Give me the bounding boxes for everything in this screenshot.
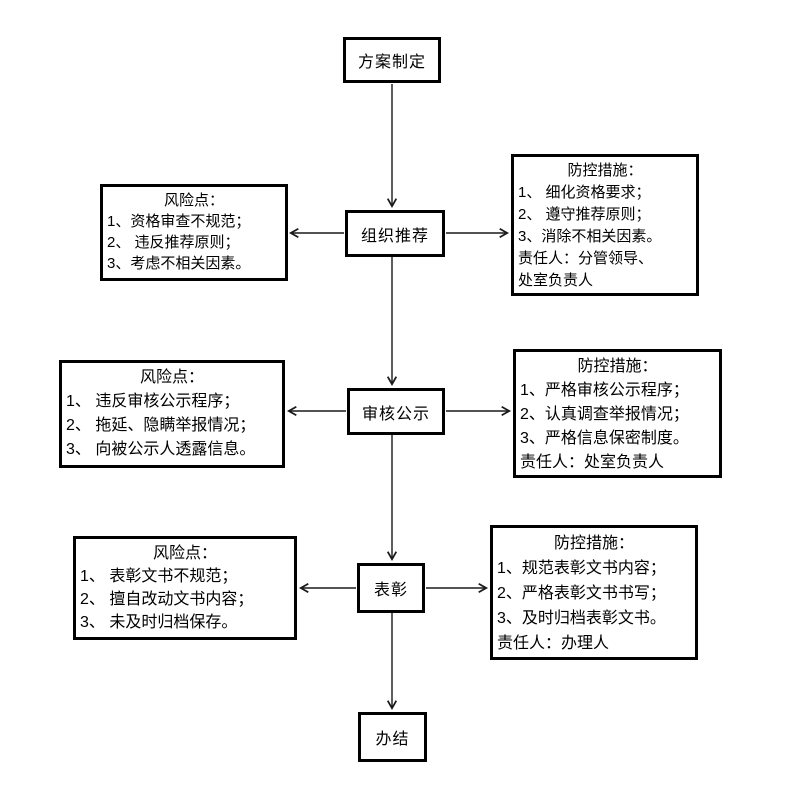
risk-box-1-line: 3、考虑不相关因素。: [107, 255, 251, 272]
node-recommend-label: 组织推荐: [360, 227, 429, 245]
measure-box-1-line: 责任人：分管领导、: [518, 250, 654, 267]
node-commend: 表彰: [357, 563, 425, 613]
measure-box-3-line: 责任人：办理人: [497, 635, 610, 652]
risk-box-2-title: 风险点：: [139, 369, 204, 386]
measure-box-2: 防控措施： 1、严格审核公示程序； 2、认真调查举报情况； 3、严格信息保密制度…: [513, 349, 722, 478]
risk-box-1: 风险点： 1、资格审查不规范； 2、 违反推荐原则； 3、考虑不相关因素。: [100, 184, 288, 281]
risk-box-3-title: 风险点：: [152, 545, 217, 562]
risk-box-2-line: 1、 违反审核公示程序；: [66, 393, 240, 410]
node-plan-label: 方案制定: [357, 54, 426, 71]
measure-box-3: 防控措施： 1、规范表彰文书内容； 2、严格表彰文书书写； 3、及时归档表彰文书…: [490, 525, 698, 660]
risk-box-2-line: 2、 拖延、隐瞒举报情况；: [66, 417, 256, 434]
risk-box-3: 风险点： 1、 表彰文书不规范； 2、 擅自改动文书内容； 3、 未及时归档保存…: [73, 536, 297, 640]
risk-box-1-line: 2、 违反推荐原则；: [107, 234, 240, 251]
risk-box-3-line: 1、 表彰文书不规范；: [80, 568, 238, 585]
node-complete: 办结: [358, 712, 427, 762]
measure-box-2-line: 3、严格信息保密制度。: [520, 430, 689, 447]
measure-box-1-line: 处室负责人: [518, 272, 594, 289]
risk-box-1-line: 1、资格审查不规范；: [107, 213, 251, 230]
node-commend-label: 表彰: [373, 582, 408, 599]
measure-box-1: 防控措施： 1、 细化资格要求； 2、 遵守推荐原则； 3、消除不相关因素。 责…: [511, 154, 699, 296]
measure-box-2-title: 防控措施：: [577, 358, 658, 375]
measure-box-3-line: 3、及时归档表彰文书。: [497, 610, 666, 627]
node-review-label: 审核公示: [361, 405, 430, 423]
measure-box-3-title: 防控措施：: [553, 535, 634, 552]
measure-box-1-title: 防控措施：: [567, 162, 643, 179]
node-complete-label: 办结: [375, 731, 410, 748]
measure-box-1-line: 2、 遵守推荐原则；: [518, 206, 651, 223]
measure-box-3-line: 2、严格表彰文书书写；: [497, 585, 666, 602]
node-recommend: 组织推荐: [345, 210, 445, 257]
node-plan: 方案制定: [343, 37, 441, 83]
risk-box-3-line: 2、 擅自改动文书内容；: [80, 591, 254, 608]
measure-box-2-line: 责任人：处室负责人: [520, 454, 665, 471]
risk-box-2: 风险点： 1、 违反审核公示程序； 2、 拖延、隐瞒举报情况； 3、 向被公示人…: [59, 360, 285, 468]
measure-box-2-line: 2、认真调查举报情况；: [520, 406, 689, 423]
measure-box-1-line: 1、 细化资格要求；: [518, 184, 651, 201]
node-review: 审核公示: [347, 388, 445, 435]
risk-box-2-line: 3、 向被公示人透露信息。: [66, 441, 256, 458]
risk-box-1-title: 风险点：: [163, 192, 224, 209]
measure-box-3-line: 1、规范表彰文书内容；: [497, 560, 666, 577]
measure-box-1-line: 3、消除不相关因素。: [518, 228, 662, 245]
risk-box-3-line: 3、 未及时归档保存。: [80, 614, 238, 631]
measure-box-2-line: 1、严格审核公示程序；: [520, 382, 689, 399]
